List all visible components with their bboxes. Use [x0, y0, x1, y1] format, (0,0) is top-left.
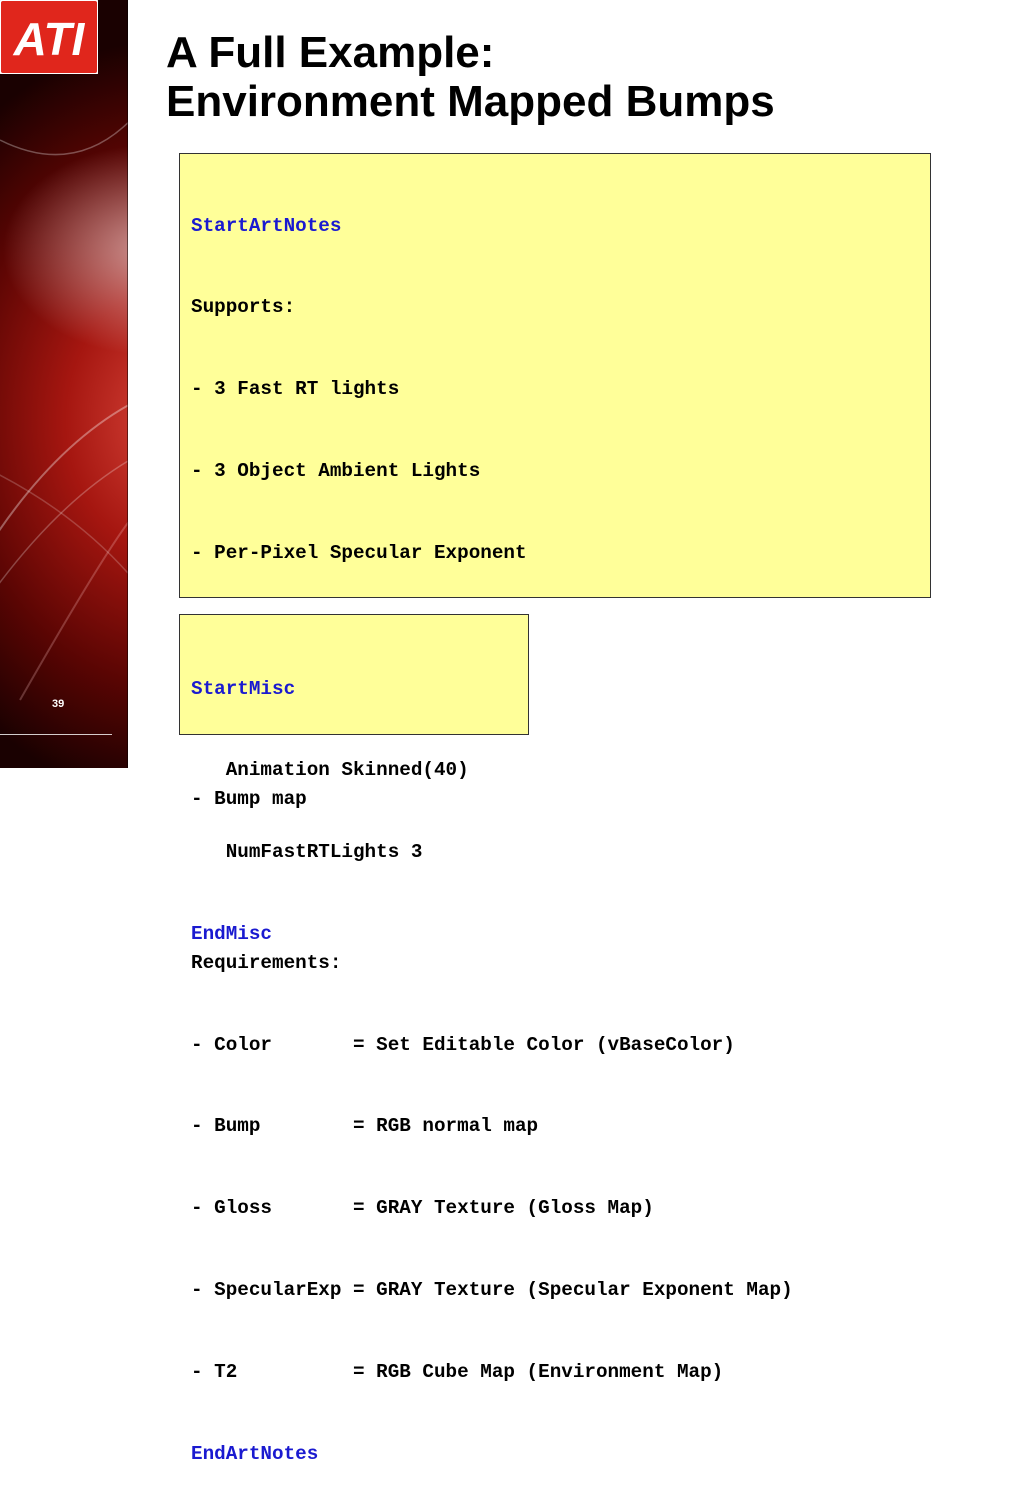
slide-number: 39: [52, 698, 65, 710]
misc-end: EndMisc: [191, 923, 272, 946]
code-line: Supports:: [191, 296, 296, 319]
art-notes-start: StartArtNotes: [191, 214, 342, 237]
code-line: - Gloss = GRAY Texture (Gloss Map): [191, 1197, 654, 1220]
code-line: - Bump map: [191, 787, 307, 810]
code-line-blank: [191, 868, 930, 895]
decorative-sidebar: ATI 39: [0, 0, 128, 768]
code-line: - Color = Set Editable Color (vBaseColor…: [191, 1033, 735, 1056]
code-line: - Bump = RGB normal map: [191, 1115, 539, 1138]
code-line: - 3 Object Ambient Lights: [191, 460, 481, 483]
footer-divider: [0, 734, 112, 735]
slide-title: A Full Example: Environment Mapped Bumps: [166, 28, 775, 126]
title-line-1: A Full Example:: [166, 28, 495, 77]
code-line: - T2 = RGB Cube Map (Environment Map): [191, 1361, 724, 1384]
ati-logo-icon: ATI: [0, 0, 98, 74]
code-line: - Per-Pixel Specular Exponent: [191, 542, 527, 565]
art-notes-end: EndArtNotes: [191, 1442, 319, 1465]
code-line: NumFastRTLights 3: [191, 841, 423, 864]
misc-start: StartMisc: [191, 677, 296, 700]
code-line: - 3 Fast RT lights: [191, 378, 400, 401]
swirl-decoration: [0, 0, 128, 768]
code-line: Animation Skinned(40): [191, 759, 469, 782]
logo-text: ATI: [13, 13, 86, 65]
art-notes-box: StartArtNotes Supports: - 3 Fast RT ligh…: [179, 153, 931, 1465]
title-line-2: Environment Mapped Bumps: [166, 77, 775, 126]
code-line: - SpecularExp = GRAY Texture (Specular E…: [191, 1279, 793, 1302]
code-line: Requirements:: [191, 951, 342, 974]
misc-box: StartMisc Animation Skinned(40) NumFastR…: [179, 614, 529, 945]
